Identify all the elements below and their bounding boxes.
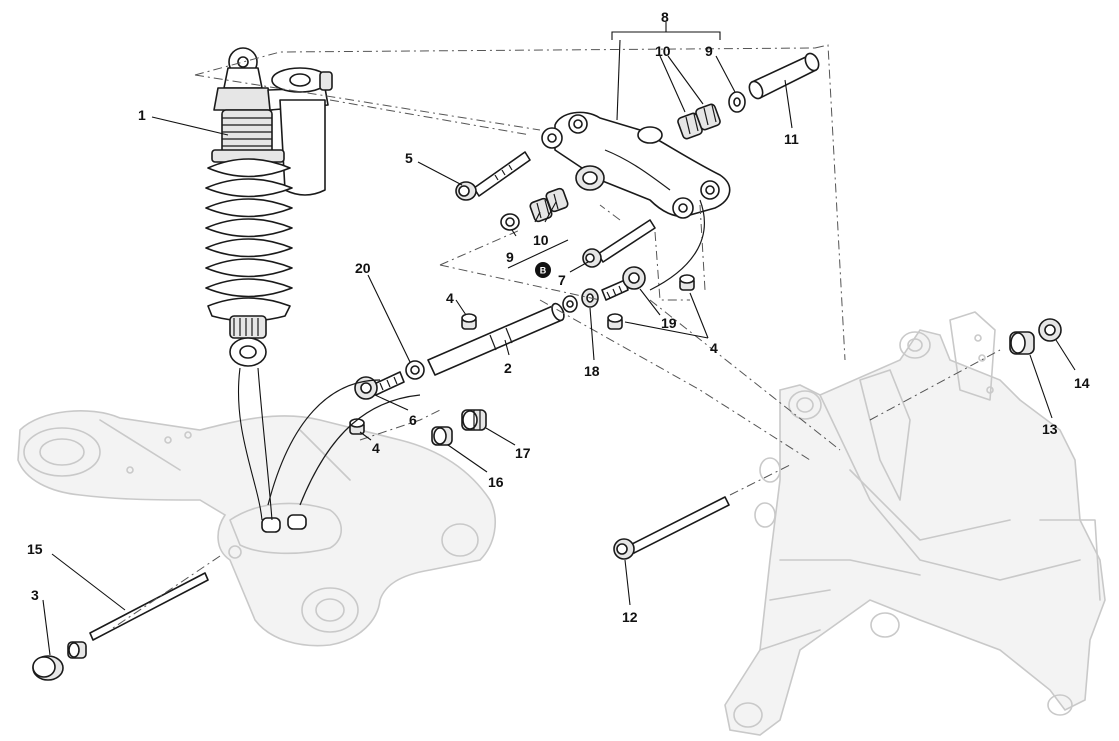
kit-symbol-text: B — [540, 266, 547, 276]
guide-curves — [267, 199, 705, 506]
callout-labels: 1 2 3 4 4 4 5 6 7 8 9 9 10 10 11 12 13 1… — [27, 9, 1090, 625]
rocker-link — [541, 111, 731, 219]
label-16: 16 — [488, 474, 504, 490]
bearing-upper-pair — [677, 103, 721, 140]
washer-20 — [405, 360, 425, 380]
label-19: 19 — [661, 315, 677, 331]
leader-lines — [42, 39, 1076, 656]
bush-17 — [461, 409, 487, 431]
rod-end-19 — [601, 266, 646, 301]
label-13: 13 — [1042, 421, 1058, 437]
bush-16 — [431, 426, 453, 446]
label-12: 12 — [622, 609, 638, 625]
cap-3 — [32, 655, 64, 681]
washer-upper — [728, 91, 746, 113]
label-4-b: 4 — [372, 440, 380, 456]
bolt-7 — [582, 219, 656, 268]
label-20: 20 — [355, 260, 371, 276]
label-17: 17 — [515, 445, 531, 461]
label-5: 5 — [405, 150, 413, 166]
alignment-lines — [109, 44, 1001, 631]
kit-underline — [507, 239, 569, 269]
label-15: 15 — [27, 541, 43, 557]
bolt-15 — [67, 572, 209, 659]
label-3: 3 — [31, 587, 39, 603]
label-4-a: 4 — [446, 290, 454, 306]
label-14: 14 — [1074, 375, 1090, 391]
label-4-c: 4 — [710, 340, 718, 356]
shock-absorber — [205, 47, 333, 521]
bolt-5 — [455, 151, 531, 201]
label-6: 6 — [409, 412, 417, 428]
spacer-18 — [562, 288, 599, 313]
label-1: 1 — [138, 107, 146, 123]
label-10-a: 10 — [655, 43, 671, 59]
kit-symbol — [535, 262, 551, 278]
label-9-b: 9 — [705, 43, 713, 59]
rod-end-6 — [354, 371, 405, 400]
label-11: 11 — [784, 131, 799, 147]
label-8: 8 — [661, 9, 669, 25]
bush-13 — [1009, 331, 1035, 355]
label-9-a: 9 — [506, 249, 514, 265]
pin-11 — [748, 52, 820, 100]
cap-4-b — [607, 313, 623, 330]
cap-14 — [1038, 318, 1062, 342]
label-7: 7 — [558, 272, 566, 288]
label-2: 2 — [504, 360, 512, 376]
label-18: 18 — [584, 363, 600, 379]
bracket-8 — [611, 31, 721, 40]
frame-outline — [724, 311, 1106, 736]
cap-4-a — [679, 274, 695, 291]
tie-rod-2 — [427, 302, 565, 376]
cap-4-d — [349, 418, 365, 435]
bolt-12 — [613, 496, 730, 560]
cap-4-c — [461, 313, 477, 330]
swingarm-outline — [17, 410, 496, 647]
label-10-b: 10 — [533, 232, 549, 248]
bearing-lower-pair — [529, 187, 569, 223]
washer-lower — [500, 213, 520, 231]
